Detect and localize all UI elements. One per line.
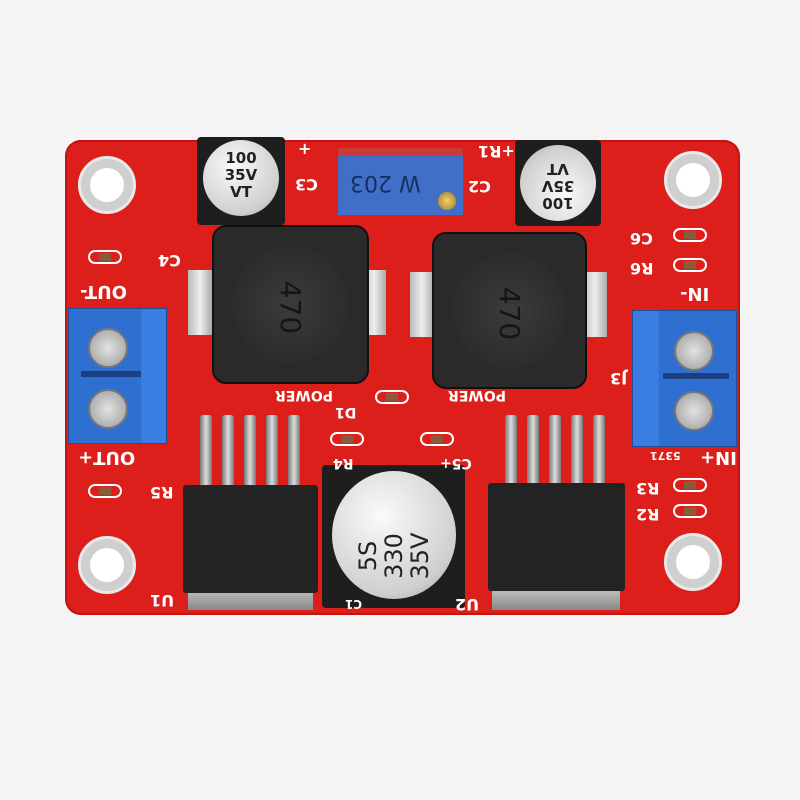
label-r5: R5 [150, 483, 174, 502]
mount-hole-bottom-right [664, 533, 722, 591]
label-r2: R2 [636, 505, 660, 524]
label-r4: R4 [333, 455, 354, 471]
cap-text: VT [547, 160, 569, 178]
screw-icon[interactable] [88, 328, 128, 368]
chip-lead [549, 415, 561, 490]
label-out-minus: OUT- [80, 281, 128, 302]
label-c1: C1 [345, 597, 363, 611]
cap-text: 35V [406, 532, 434, 580]
label-in-minus: IN- [680, 283, 710, 304]
chip-lead [593, 415, 605, 490]
label-in-plus: IN+ [700, 447, 737, 468]
regulator-u2 [488, 483, 625, 591]
terminal-block-input[interactable] [632, 310, 737, 447]
chip-lead [527, 415, 539, 490]
chip-lead [200, 415, 212, 495]
smd-r2 [673, 504, 707, 518]
potentiometer[interactable]: W 203 [338, 148, 463, 215]
label-c4: C4 [158, 251, 181, 270]
smd-c6 [673, 228, 707, 242]
label-d1: D1 [335, 404, 357, 420]
capacitor-c1-top: 5S 330 35V [332, 471, 456, 599]
screw-icon[interactable] [674, 391, 714, 431]
mount-hole-bottom-left [78, 536, 136, 594]
screw-icon[interactable] [674, 331, 714, 371]
inductor-label: 470 [274, 280, 307, 334]
chip-lead [244, 415, 256, 495]
terminal-block-output[interactable] [68, 308, 167, 444]
chip-lead [288, 415, 300, 495]
label-power-right: POWER [448, 387, 506, 403]
regulator-u1 [183, 485, 318, 593]
smd-r3 [673, 478, 707, 492]
cap-text: 35V [224, 166, 258, 184]
adjust-screw-icon[interactable] [438, 192, 456, 210]
capacitor-c3: 100 35V VT [197, 137, 285, 225]
cap-text: VT [230, 183, 252, 201]
label-plus: + [298, 139, 312, 158]
solder-pad [188, 270, 212, 335]
label-code: 5371 [650, 449, 681, 462]
inductor-right: 470 [432, 232, 587, 389]
inductor-label: 470 [493, 286, 526, 340]
label-c6: C6 [630, 229, 653, 248]
smd-c4 [88, 250, 122, 264]
mount-hole-top-left [78, 156, 136, 214]
cap-text: 330 [380, 533, 408, 579]
cap-text: 35V [541, 177, 575, 195]
smd-r4 [330, 432, 364, 446]
led-d1 [375, 390, 409, 404]
solder-pad [583, 272, 607, 337]
capacitor-c2: 100 35V VT [515, 140, 601, 226]
screw-icon[interactable] [88, 389, 128, 429]
smd-r6 [673, 258, 707, 272]
chip-lead [571, 415, 583, 490]
label-c2: C2 [468, 177, 491, 196]
label-power-left: POWER [275, 387, 333, 403]
smd-c5 [420, 432, 454, 446]
mount-hole-top-right [664, 151, 722, 209]
chip-lead [505, 415, 517, 490]
capacitor-c1-label: 5S 330 35V [354, 494, 434, 618]
capacitor-c3-top: 100 35V VT [203, 140, 279, 216]
label-out-plus: OUT+ [78, 447, 136, 468]
cap-text: 100 [542, 194, 574, 212]
label-c5: C5+ [440, 455, 472, 471]
capacitor-c2-top: 100 35V VT [520, 145, 596, 221]
smd-r5 [88, 484, 122, 498]
label-r1: +R1 [478, 142, 515, 161]
label-c3: C3 [295, 175, 318, 194]
label-r3: R3 [636, 479, 660, 498]
label-j3: J3 [610, 369, 628, 388]
potentiometer-label: W 203 [350, 170, 421, 195]
chip-lead [222, 415, 234, 495]
cap-text: 100 [225, 149, 257, 167]
capacitor-c1: 5S 330 35V [322, 465, 465, 608]
chip-lead [266, 415, 278, 495]
solder-pad [410, 272, 434, 337]
label-r6: R6 [630, 259, 654, 278]
label-u1: U1 [150, 591, 175, 610]
label-u2: U2 [455, 595, 480, 614]
inductor-left: 470 [212, 225, 369, 384]
